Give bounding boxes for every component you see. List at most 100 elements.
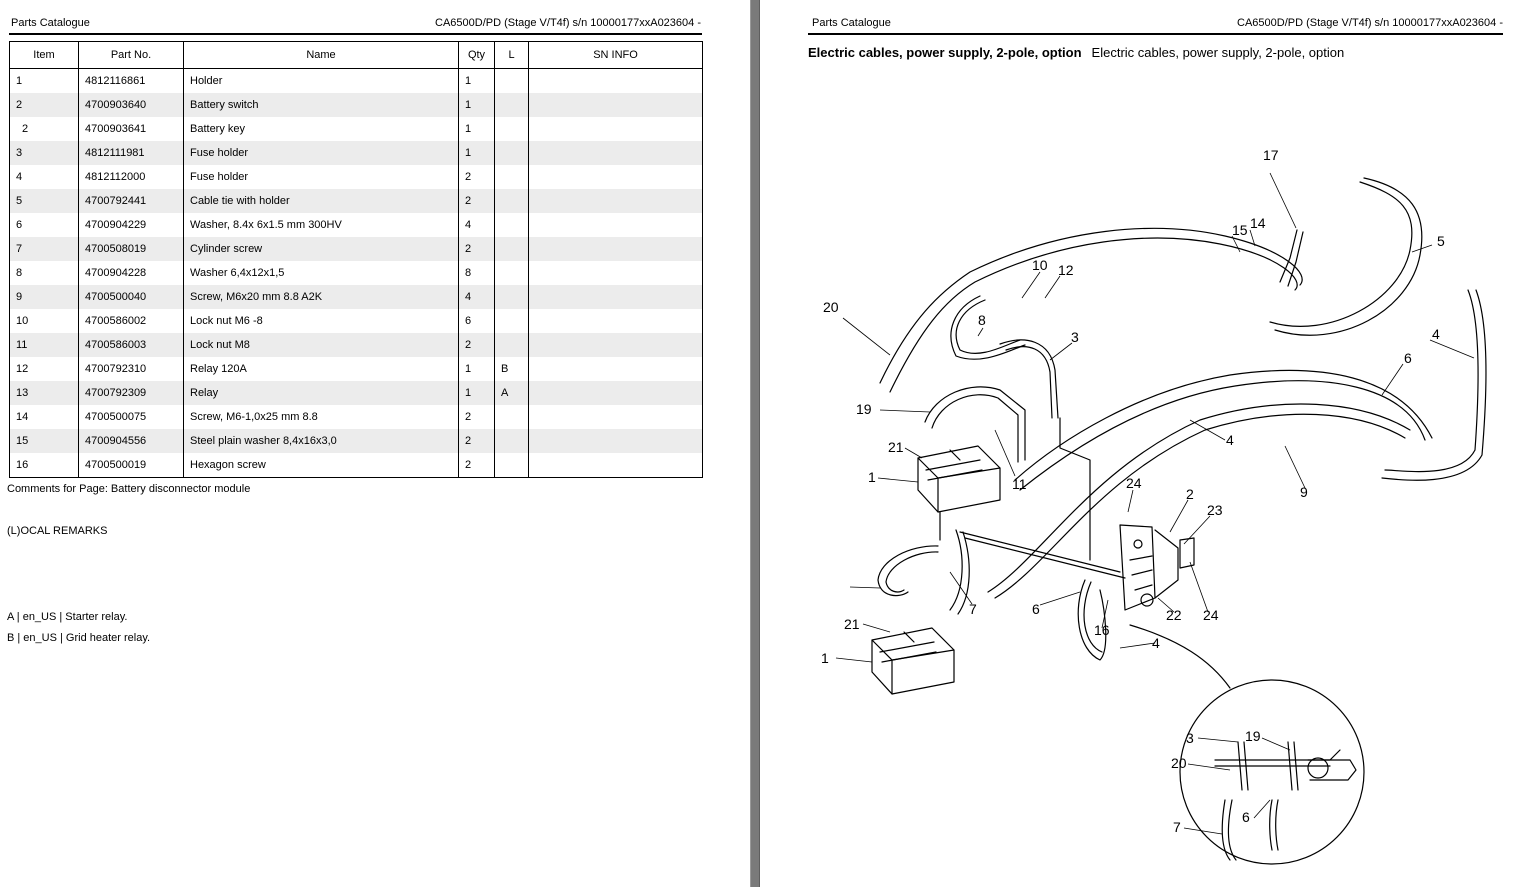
row-name: Screw, M6x20 mm 8.8 A2K xyxy=(183,285,459,309)
row-l xyxy=(494,189,529,213)
row-item: 9 xyxy=(9,285,79,309)
callout-label: 15 xyxy=(1232,222,1248,238)
remark-b: B | en_US | Grid heater relay. xyxy=(7,632,151,644)
callout-label: 11 xyxy=(1012,476,1027,492)
row-l xyxy=(494,165,529,189)
exploded-wiring-diagram: 17 14 15 5 10 12 20 8 3 4 6 19 21 1 11 2… xyxy=(821,147,1487,865)
parts-list-page: Parts Catalogue CA6500D/PD (Stage V/T4f)… xyxy=(0,0,750,887)
row-sn-info xyxy=(528,237,703,261)
row-name: Holder xyxy=(183,68,459,93)
header-model: CA6500D/PD (Stage V/T4f) s/n 10000177xxA… xyxy=(435,17,701,29)
row-item: 8 xyxy=(9,261,79,285)
row-name: Hexagon screw xyxy=(183,453,459,478)
row-part-no: 4700904556 xyxy=(78,429,184,453)
callout-label: 4 xyxy=(1226,432,1234,448)
row-l xyxy=(494,333,529,357)
row-item: 12 xyxy=(9,357,79,381)
row-part-no: 4700500075 xyxy=(78,405,184,429)
row-sn-info xyxy=(528,93,703,117)
row-part-no: 4700792310 xyxy=(78,357,184,381)
row-sn-info xyxy=(528,333,703,357)
row-item: 7 xyxy=(9,237,79,261)
callout-label: 6 xyxy=(1032,601,1040,617)
table-header-row: Item Part No. Name Qty L SN INFO xyxy=(9,41,703,69)
callout-label: 20 xyxy=(823,299,839,315)
row-item: 1 xyxy=(9,68,79,93)
row-item: 16 xyxy=(9,453,79,478)
column-header-qty[interactable]: Qty xyxy=(458,41,495,69)
callout-label: 12 xyxy=(1058,262,1074,278)
row-item: 15 xyxy=(9,429,79,453)
row-qty: 1 xyxy=(458,117,495,141)
callout-label: 23 xyxy=(1207,502,1223,518)
row-name: Lock nut M6 -8 xyxy=(183,309,459,333)
row-sn-info xyxy=(528,357,703,381)
callout-label: 20 xyxy=(1171,755,1187,771)
remark-a: A | en_US | Starter relay. xyxy=(7,611,128,623)
row-l xyxy=(494,261,529,285)
row-qty: 6 xyxy=(458,309,495,333)
row-name: Relay 120A xyxy=(183,357,459,381)
column-header-part-no[interactable]: Part No. xyxy=(78,41,184,69)
row-name: Fuse holder xyxy=(183,141,459,165)
callout-label: 4 xyxy=(1152,635,1160,651)
row-sn-info xyxy=(528,453,703,478)
row-name: Washer, 8.4x 6x1.5 mm 300HV xyxy=(183,213,459,237)
diagram-title-bold: Electric cables, power supply, 2-pole, o… xyxy=(808,45,1082,60)
callout-label: 24 xyxy=(1126,475,1142,491)
callout-label: 3 xyxy=(1071,329,1079,345)
row-l xyxy=(494,68,529,93)
callout-label: 6 xyxy=(1404,350,1412,366)
row-part-no: 4700904229 xyxy=(78,213,184,237)
row-qty: 2 xyxy=(458,405,495,429)
row-name: Cylinder screw xyxy=(183,237,459,261)
column-header-l[interactable]: L xyxy=(494,41,529,69)
header-title: Parts Catalogue xyxy=(11,17,90,29)
diagram-title: Electric cables, power supply, 2-pole, o… xyxy=(808,45,1344,60)
row-sn-info xyxy=(528,117,703,141)
local-remarks-heading: (L)OCAL REMARKS xyxy=(7,525,108,537)
row-sn-info xyxy=(528,285,703,309)
row-qty: 4 xyxy=(458,213,495,237)
row-part-no: 4700904228 xyxy=(78,261,184,285)
row-sn-info xyxy=(528,165,703,189)
callout-label: 10 xyxy=(1032,257,1048,273)
callout-label: 19 xyxy=(1245,728,1261,744)
callout-label: 14 xyxy=(1250,215,1266,231)
row-qty: 8 xyxy=(458,261,495,285)
column-header-name[interactable]: Name xyxy=(183,41,459,69)
row-part-no: 4700508019 xyxy=(78,237,184,261)
row-part-no: 4700586002 xyxy=(78,309,184,333)
column-header-item[interactable]: Item xyxy=(9,41,79,69)
diagram-linework xyxy=(871,177,1487,865)
callout-label: 7 xyxy=(1173,819,1181,835)
row-qty: 2 xyxy=(458,453,495,478)
row-l: B xyxy=(494,357,529,381)
callout-label: 6 xyxy=(1242,809,1250,825)
column-header-sn-info[interactable]: SN INFO xyxy=(528,41,703,69)
callout-label: 21 xyxy=(844,616,860,632)
row-name: Cable tie with holder xyxy=(183,189,459,213)
callout-label: 9 xyxy=(1300,484,1308,500)
callout-label: 19 xyxy=(856,401,872,417)
row-item: 11 xyxy=(9,333,79,357)
row-part-no: 4700586003 xyxy=(78,333,184,357)
callout-label: 22 xyxy=(1166,607,1182,623)
